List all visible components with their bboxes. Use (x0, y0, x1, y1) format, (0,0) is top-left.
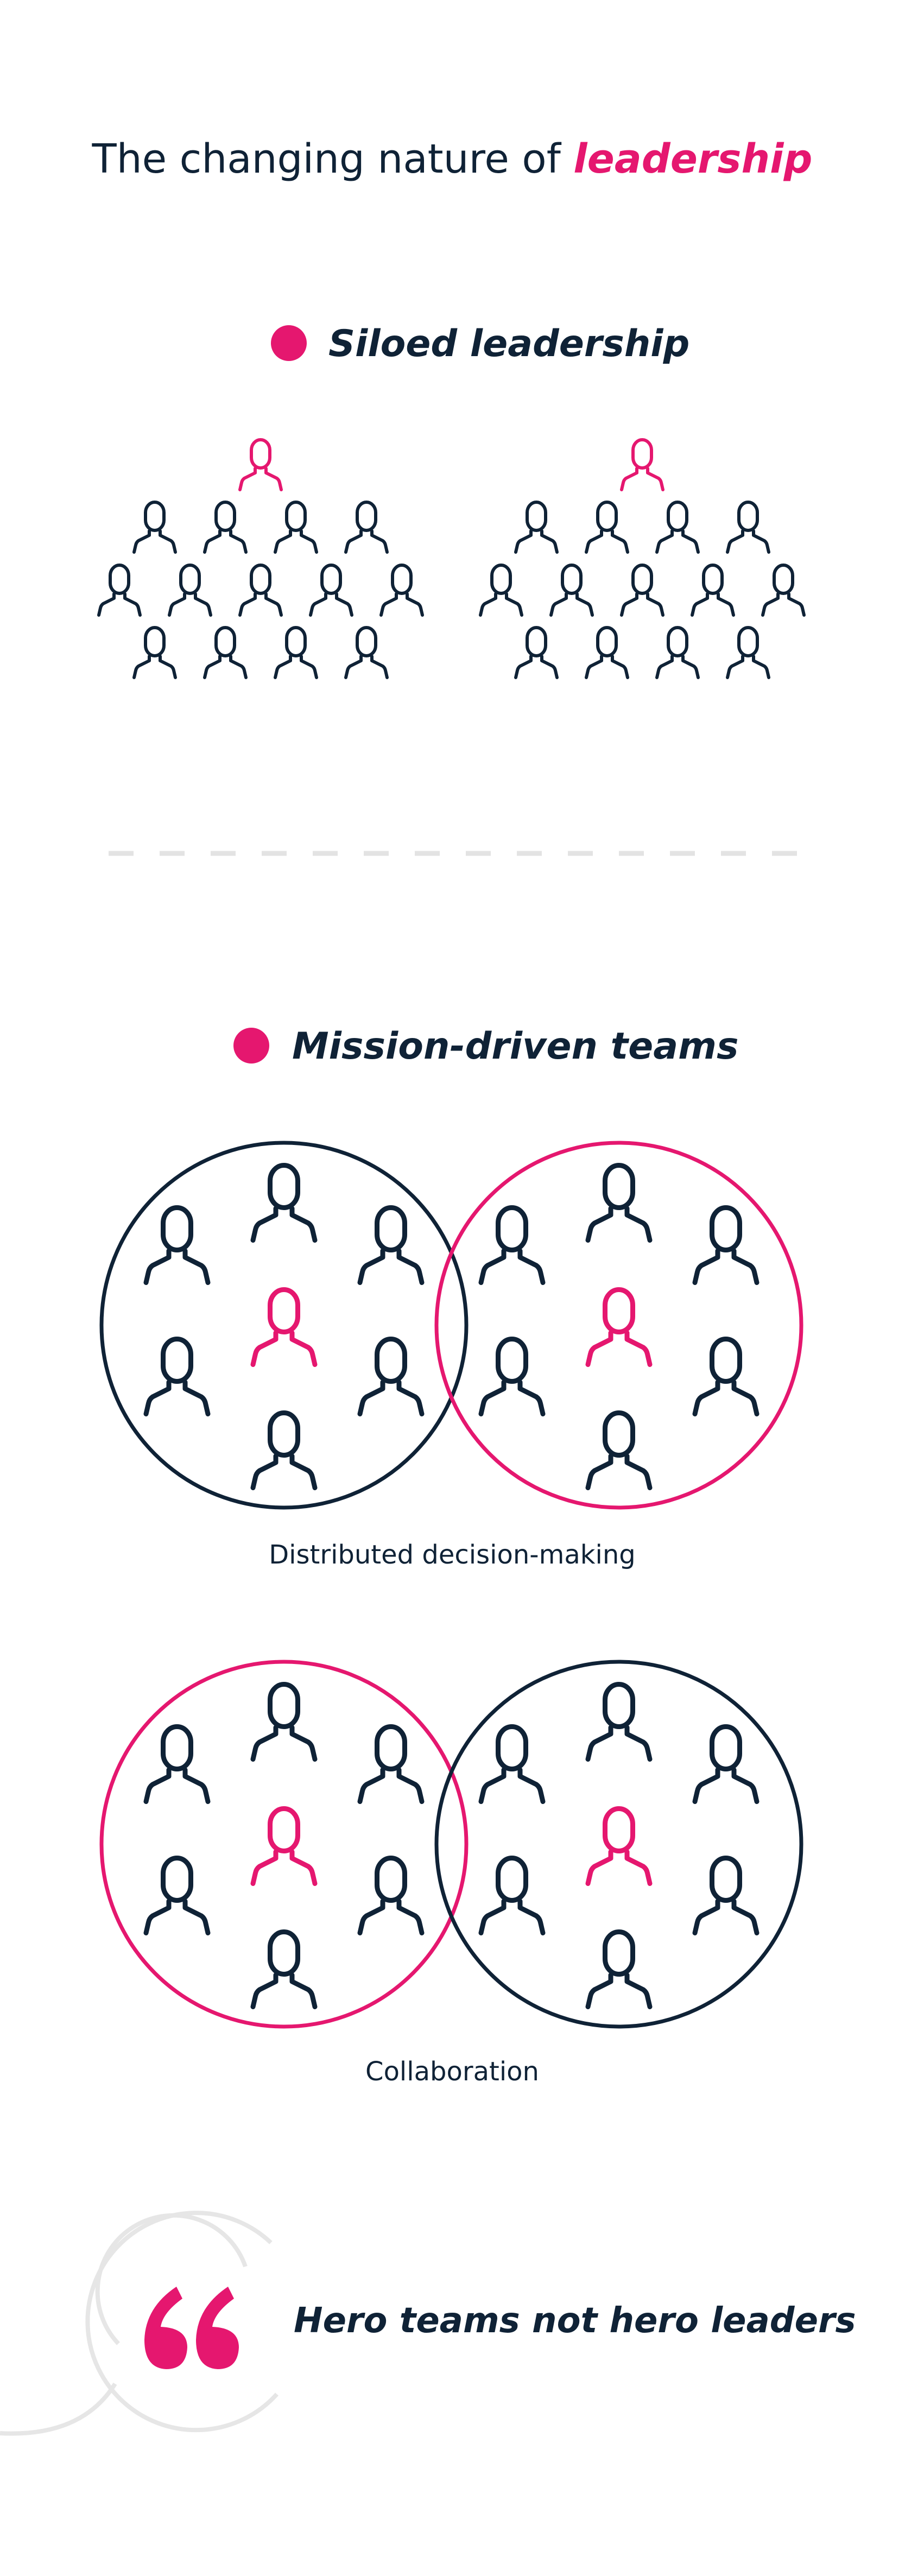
member-person-icon (588, 1685, 650, 1759)
member-person-icon (695, 1727, 757, 1802)
quote-mark-icon (144, 2287, 239, 2369)
quote-text: Hero teams not hero leaders (294, 2301, 856, 2341)
member-person-icon (146, 1858, 208, 1933)
caption-distributed: Distributed decision-making (269, 1540, 636, 1570)
member-person-icon (692, 565, 733, 615)
team-diagram (99, 1141, 803, 1510)
member-person-icon (695, 1858, 757, 1933)
member-person-icon (205, 502, 246, 552)
team-diagram (99, 1660, 803, 2029)
title-prefix: The changing nature of (92, 136, 574, 182)
member-person-icon (360, 1208, 422, 1283)
member-person-icon (99, 565, 140, 615)
member-person-icon (727, 502, 769, 552)
member-person-icon (240, 565, 281, 615)
member-person-icon (360, 1339, 422, 1414)
member-person-icon (275, 502, 317, 552)
member-person-icon (481, 1208, 543, 1283)
title-highlight: leadership (573, 136, 812, 182)
member-person-icon (360, 1858, 422, 1933)
member-person-icon (551, 565, 592, 615)
member-person-icon (146, 1208, 208, 1283)
member-person-icon (586, 628, 628, 678)
bullet-dot (233, 1028, 269, 1064)
siloed-group (99, 440, 422, 678)
member-person-icon (146, 1339, 208, 1414)
leader-person-icon (240, 440, 281, 490)
member-person-icon (657, 502, 698, 552)
team-circle (99, 1660, 469, 2029)
member-person-icon (311, 565, 352, 615)
member-person-icon (727, 628, 769, 678)
team-circle (434, 1141, 803, 1510)
member-person-icon (360, 1727, 422, 1802)
siloed-section: Siloed leadership (99, 322, 804, 678)
member-person-icon (481, 1727, 543, 1802)
member-person-icon (275, 628, 317, 678)
member-person-icon (657, 628, 698, 678)
leader-person-icon (588, 1290, 650, 1365)
member-person-icon (622, 565, 663, 615)
member-person-icon (588, 1932, 650, 2007)
leader-person-icon (622, 440, 663, 490)
team-circle (99, 1141, 469, 1510)
member-person-icon (346, 628, 387, 678)
member-person-icon (253, 1932, 315, 2007)
member-person-icon (695, 1208, 757, 1283)
mission-section: Mission-driven teams Distributed decisio… (99, 1025, 803, 2087)
member-person-icon (253, 1413, 315, 1488)
mission-heading: Mission-driven teams (292, 1025, 738, 1068)
member-person-icon (146, 1727, 208, 1802)
member-person-icon (695, 1339, 757, 1414)
member-person-icon (516, 628, 557, 678)
member-person-icon (588, 1166, 650, 1240)
member-person-icon (480, 565, 522, 615)
member-person-icon (516, 502, 557, 552)
quote-section: Hero teams not hero leaders (0, 2211, 856, 2436)
member-person-icon (763, 565, 804, 615)
member-person-icon (381, 565, 422, 615)
leader-person-icon (253, 1809, 315, 1884)
siloed-heading: Siloed leadership (328, 322, 689, 365)
member-person-icon (169, 565, 211, 615)
member-person-icon (253, 1685, 315, 1759)
member-person-icon (134, 628, 175, 678)
siloed-group (480, 440, 804, 678)
member-person-icon (346, 502, 387, 552)
page-title: The changing nature of leadership (92, 136, 813, 182)
member-person-icon (586, 502, 628, 552)
member-person-icon (588, 1413, 650, 1488)
member-person-icon (481, 1858, 543, 1933)
leader-person-icon (253, 1290, 315, 1365)
bullet-dot (271, 325, 307, 361)
member-person-icon (134, 502, 175, 552)
decorative-arcs (0, 2211, 279, 2436)
caption-collaboration: Collaboration (365, 2056, 539, 2087)
member-person-icon (205, 628, 246, 678)
mission-diagrams (99, 1141, 803, 2029)
siloed-people (99, 440, 804, 678)
leader-person-icon (588, 1809, 650, 1884)
member-person-icon (253, 1166, 315, 1240)
team-circle (434, 1660, 803, 2029)
member-person-icon (481, 1339, 543, 1414)
